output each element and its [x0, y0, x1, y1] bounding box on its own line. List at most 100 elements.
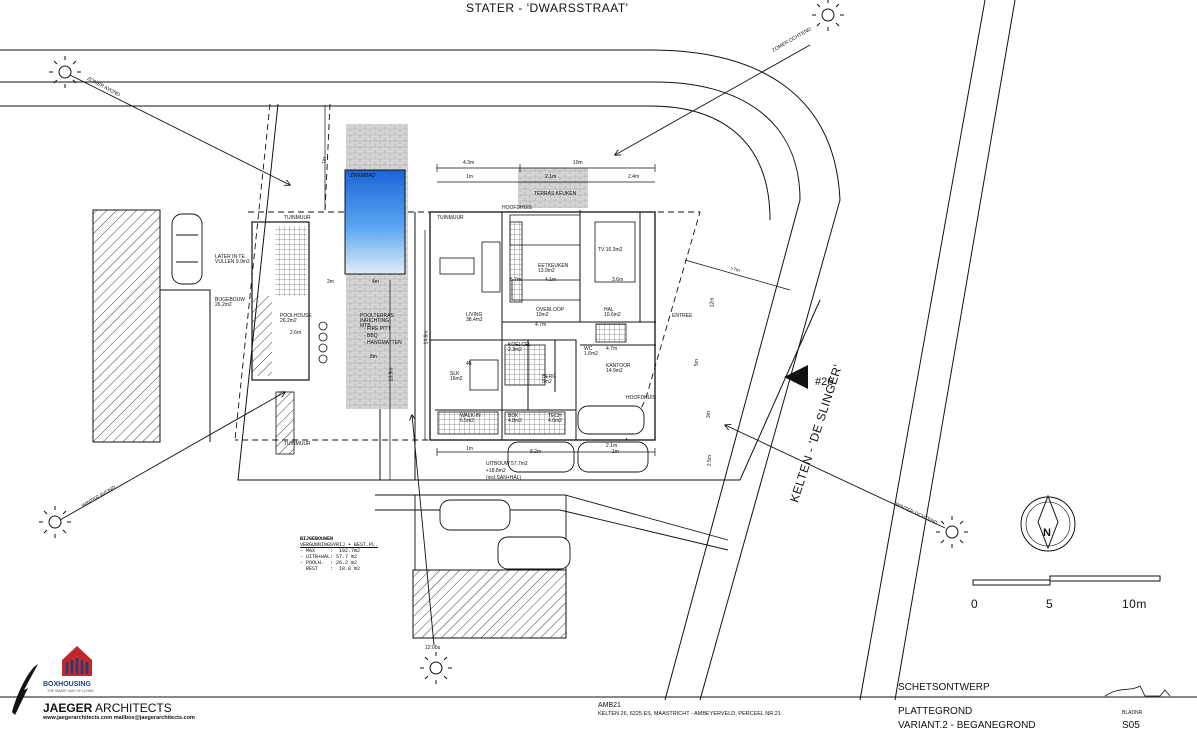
dimension-text: 4.7m [606, 346, 618, 352]
poolhouse-grid [275, 226, 307, 296]
sun-icons [39, 0, 968, 684]
sun-icon [420, 652, 452, 684]
firm-contact: www.jaegerarchitects.com mailbox@jaegera… [43, 715, 195, 721]
room-label: TUINMUUR [437, 215, 464, 221]
pool-item: - FIRE PITT [364, 326, 391, 332]
project-address: KELTEN 26, 6225 ES, MAASTRICHT - AMBEYER… [598, 711, 781, 717]
room-label: (incl.SAN+HAL) [486, 475, 522, 481]
room-label: TECH 4.6m2 [548, 413, 562, 424]
sun-icon [812, 0, 844, 31]
cars [171, 213, 649, 570]
area-summary-row: - UITB+HAL: 57.7 m2 [300, 554, 358, 560]
dimension-text: 4.3m [463, 160, 475, 166]
title-block-lines [0, 685, 1197, 698]
car-mid [507, 441, 575, 473]
area-summary-subtitle: VERGUNNINGSVRIJ + BEST.PL. [300, 542, 379, 548]
room-label: LATER IN TE VULLEN 9.9m2 [215, 254, 250, 265]
dimension-text: 3.6m [612, 277, 624, 283]
dimension-text: 13.9m [388, 367, 395, 382]
room-label: TUINMUUR [284, 215, 311, 221]
room-label: WC 1.6m2 [584, 346, 598, 357]
dimension-text: 5m [693, 359, 700, 366]
room-label: HOOFDHUIS [626, 395, 656, 401]
area-summary: BIJGEBOUWEN VERGUNNINGSVRIJ + BEST.PL. -… [300, 536, 378, 572]
room-label: ZWEMBAD [350, 173, 376, 179]
poolhouse-hatch [252, 296, 272, 376]
room-label: TV 16.3m2 [598, 247, 623, 253]
scale-bar [972, 575, 1161, 586]
north-arrow-icon [1020, 494, 1076, 552]
dimension-text: 8m [370, 354, 377, 360]
sun-label: 12:00u [425, 645, 441, 651]
sun-icon [39, 506, 71, 538]
dimension-lines [324, 105, 791, 480]
dimension-text: 1m [466, 174, 473, 180]
viewpoint-marker-icon [784, 365, 808, 389]
dimension-text: 2.1m [606, 443, 618, 449]
dimension-text: 4h [466, 361, 472, 367]
room-label: WALK-IN 6.5m2 [460, 413, 481, 424]
dimension-text: 2.5m [707, 454, 714, 467]
drawing-phase: SCHETSONTWERP [898, 682, 990, 693]
car-top [171, 213, 203, 285]
scale-label-0: 0 [971, 597, 979, 611]
room-label: UITBOUW 57.7m2 [486, 461, 528, 467]
sun-icon [936, 516, 968, 548]
dimension-text: 7m [321, 157, 328, 164]
area-summary-row: REST : 18.8 m2 [300, 566, 361, 572]
main-house [429, 210, 656, 441]
neighbour-wall [159, 210, 211, 442]
room-label: POOLTERRAS INRICHTING MTB [360, 313, 394, 329]
dimension-text: 10m [573, 160, 583, 166]
street-outline [0, 0, 1016, 701]
swimming-pool [344, 169, 406, 275]
drawing-variant: VARIANT.2 - BEGANEGROND [898, 720, 1036, 731]
room-label: OVERLOOP 10m2 [536, 307, 564, 318]
room-label: LIVING 38.4m2 [466, 312, 483, 323]
room-label: BDK 4.8m2 [508, 413, 522, 424]
area-summary-title: BIJGEBOUWEN [300, 536, 334, 542]
dimension-text: 4m [372, 279, 379, 285]
poolhouse-circles [318, 321, 328, 364]
neighbour-building [92, 209, 161, 443]
area-summary-row: - MAX : 102.7m2 [300, 548, 361, 554]
dimension-text: 14.6m [423, 330, 430, 345]
firm-name-rest: ARCHITECTS [95, 701, 172, 715]
room-label: +18.8m2 [486, 468, 506, 474]
sun-lines [59, 44, 946, 646]
room-label: KANTOOR 14.9m2 [606, 363, 631, 374]
room-label: KOELCEL 2.3m2 [508, 342, 531, 353]
room-label: EETKEUKEN 13.9m2 [538, 263, 569, 274]
brick-terrace-kitchen [518, 168, 588, 208]
room-label: ENTREE [672, 313, 693, 319]
room-label: SLK 16m2 [450, 371, 463, 382]
sun-icon [49, 56, 81, 88]
driveway [375, 494, 729, 570]
scale-label-10: 10m [1122, 597, 1147, 611]
dimension-text: 5.7m [510, 277, 522, 283]
pool-item: - BBQ [364, 333, 378, 339]
car-drive-1 [439, 499, 511, 531]
street-label-top: STATER - 'DWARSSTRAAT' [466, 1, 629, 15]
drawing-title: PLATTEGROND [898, 706, 973, 717]
dimension-text: 2.1m [545, 174, 557, 180]
car-right-1 [577, 405, 645, 435]
dimension-text: 2.6m [290, 330, 302, 336]
room-label: HAL 10.6m2 [604, 307, 621, 318]
room-label: TUINMUUR [284, 441, 311, 447]
room-label: POOLHOUSE 26.2m2 [280, 313, 312, 324]
firm-name-bold: JAEGER [43, 701, 93, 715]
dimension-text: 2.4m [628, 174, 640, 180]
north-label: N [1043, 527, 1051, 539]
scale-label-5: 5 [1046, 597, 1054, 611]
sheet-number: S05 [1122, 720, 1140, 731]
room-label: BERG 5m2 [542, 374, 557, 385]
room-label: BIJGEBOUW 26.2m2 [215, 297, 246, 308]
area-summary-row: - POOLH. : 26.2 m2 [300, 560, 358, 566]
dimension-text: 8.2m [530, 449, 542, 455]
brand-name: BOXHOUSING [43, 681, 91, 688]
dimension-text: 1m [612, 449, 619, 455]
pool-item: - HANGMATTEN [364, 340, 402, 346]
car-right-2 [577, 441, 649, 473]
